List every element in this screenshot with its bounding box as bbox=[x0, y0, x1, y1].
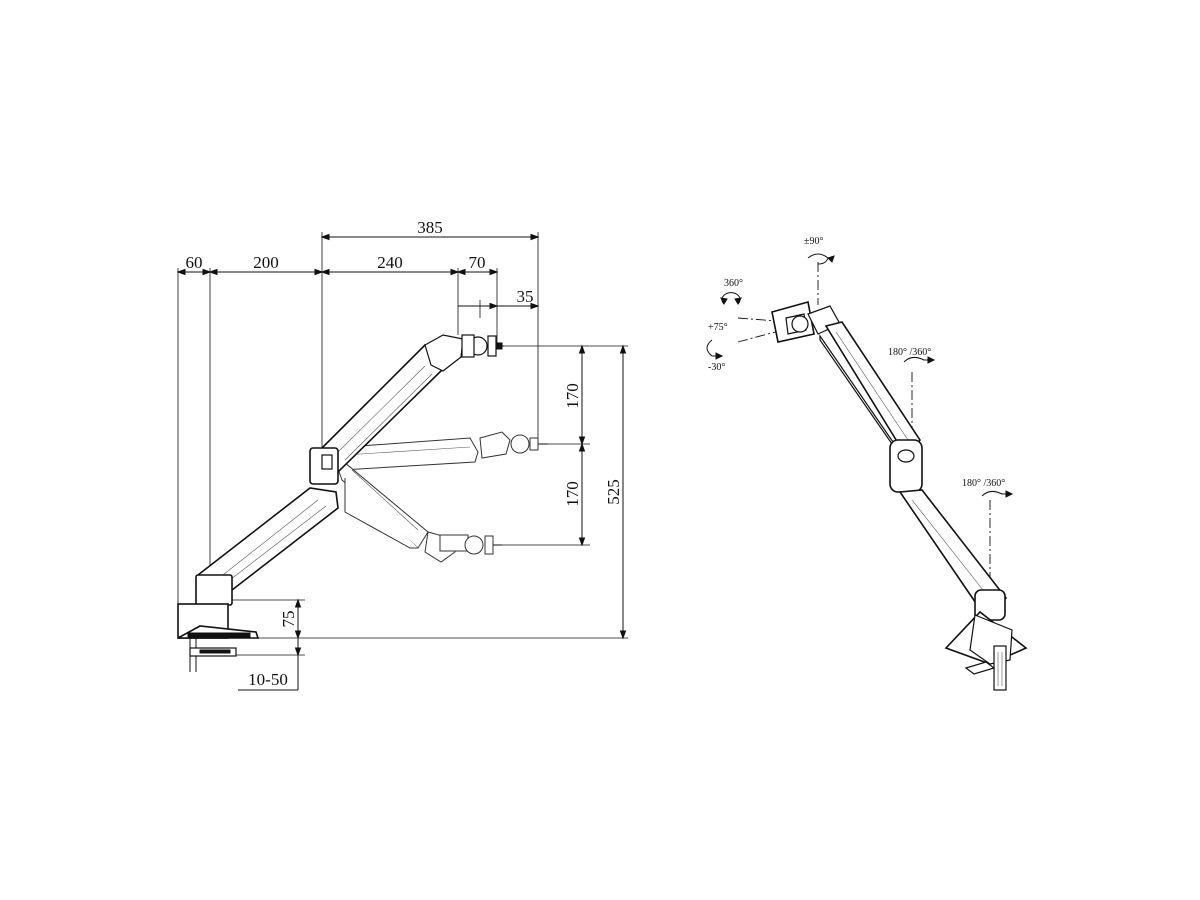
lower-arm-perspective bbox=[898, 489, 1008, 614]
upper-arm-lower-position bbox=[330, 450, 502, 563]
side-elevation-view: 60 200 240 70 385 35 170 170 525 75 10-5… bbox=[176, 218, 628, 691]
upper-arm-middle-position bbox=[331, 431, 548, 471]
rotation-labels: ±90° 360° +75° -30° 180° /360° 180° /360… bbox=[708, 236, 1005, 489]
elbow-perspective bbox=[889, 439, 923, 493]
dim-70: 70 bbox=[469, 253, 486, 272]
base-rotation-icon bbox=[981, 490, 1012, 497]
label-tilt: ±90° bbox=[804, 236, 824, 247]
label-swivel-head: 360° bbox=[724, 278, 743, 289]
dim-35: 35 bbox=[517, 287, 534, 306]
label-elbow-rotation: 180° /360° bbox=[888, 347, 931, 358]
dim-385: 385 bbox=[417, 218, 443, 237]
dim-170-bottom: 170 bbox=[563, 481, 582, 507]
rotation-arrows bbox=[706, 253, 1014, 498]
dim-60: 60 bbox=[186, 253, 203, 272]
label-base-rotation: 180° /360° bbox=[962, 478, 1005, 489]
dim-75: 75 bbox=[279, 611, 298, 628]
dim-170-top: 170 bbox=[563, 383, 582, 409]
upper-arm-perspective bbox=[819, 321, 922, 471]
dimension-values: 60 200 240 70 385 35 170 170 525 75 10-5… bbox=[186, 218, 624, 689]
desk-clamp bbox=[177, 574, 260, 672]
dim-10-50: 10-50 bbox=[248, 670, 288, 689]
dim-200: 200 bbox=[253, 253, 279, 272]
label-tilt-down: -30° bbox=[708, 362, 725, 373]
label-tilt-up: +75° bbox=[708, 322, 728, 333]
vesa-head bbox=[771, 300, 841, 343]
dim-240: 240 bbox=[377, 253, 403, 272]
extension-lines bbox=[177, 232, 628, 656]
elbow-joint bbox=[309, 447, 339, 485]
elbow-rotation-icon bbox=[903, 356, 934, 363]
upper-arm-raised bbox=[318, 334, 504, 474]
perspective-view: ±90° 360° +75° -30° 180° /360° 180° /360… bbox=[706, 236, 1028, 691]
dimension-lines bbox=[176, 233, 627, 691]
dim-525: 525 bbox=[604, 479, 623, 505]
pitch-rotation-icon bbox=[706, 339, 722, 357]
base-perspective bbox=[944, 589, 1028, 691]
